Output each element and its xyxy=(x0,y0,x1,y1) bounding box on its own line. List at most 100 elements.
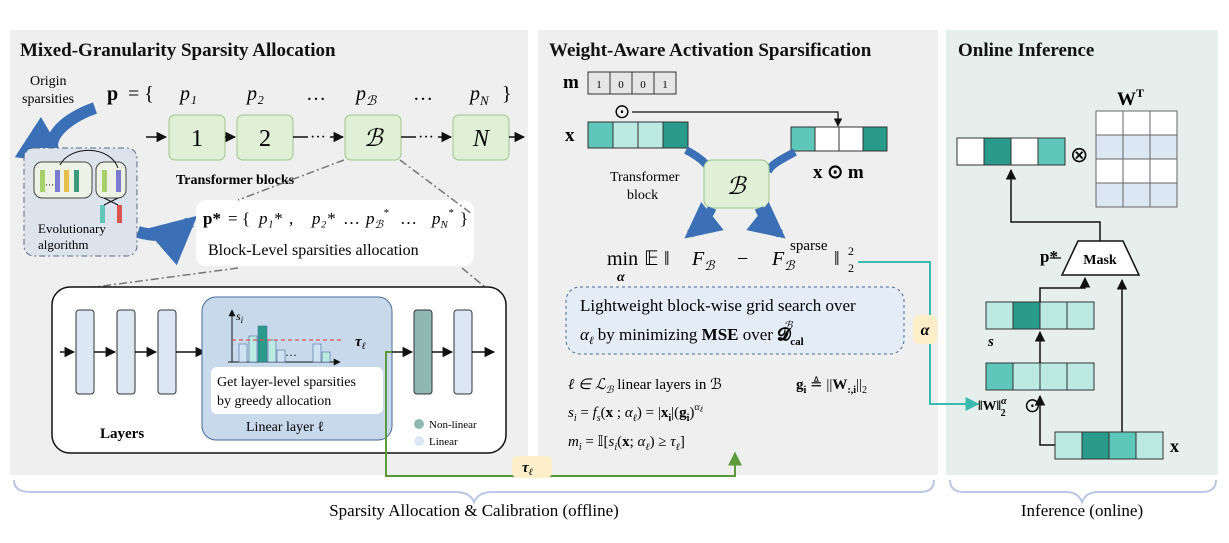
layer-3 xyxy=(157,309,177,395)
svg-text:}: } xyxy=(502,83,512,105)
svg-text:…: … xyxy=(306,83,326,105)
x-label-right: x xyxy=(1170,436,1179,456)
svg-text:1: 1 xyxy=(596,79,602,91)
svg-text:,: , xyxy=(289,209,293,228)
evolution-arrow xyxy=(136,215,198,266)
svg-text:Fℬ: Fℬ xyxy=(771,248,795,273)
legend-linear: Linear xyxy=(429,436,458,448)
s-to-mask-arrow xyxy=(1039,276,1091,302)
block-N-label: N xyxy=(472,126,491,152)
chain-dots-1: ··· xyxy=(310,129,326,146)
tau-connector xyxy=(385,351,742,477)
eq-line-3: mi = 𝕀[si(x; αℓ) ≥ τℓ] xyxy=(568,434,685,453)
grid-search-text-1: Lightweight block-wise grid search over xyxy=(580,296,856,315)
svg-text:Fℬ: Fℬ xyxy=(691,248,715,273)
offline-label: Sparsity Allocation & Calibration (offli… xyxy=(329,501,619,520)
objective-expression: min α 𝔼 ‖ Fℬ − Fℬ sparse ‖ 2 2 xyxy=(607,238,854,285)
x-to-w-arrow xyxy=(1034,394,1055,446)
mask-block xyxy=(1060,240,1141,276)
layer-last xyxy=(453,309,473,395)
x-vector-right xyxy=(1054,431,1164,460)
svg-text:pℬ: pℬ xyxy=(354,83,377,108)
mask-output-arrow xyxy=(1005,168,1101,241)
x-label: x xyxy=(565,125,575,146)
greedy-box xyxy=(211,367,383,414)
evolutionary-label-2: algorithm xyxy=(38,237,89,252)
svg-text:= {: = { xyxy=(128,83,154,105)
mask-label: Mask xyxy=(1083,253,1117,268)
chain-dots-2: ··· xyxy=(418,129,434,146)
zoom-line-b xyxy=(87,267,239,289)
svg-text:‖: ‖ xyxy=(664,248,670,270)
online-brace xyxy=(949,479,1217,505)
middle-block-B xyxy=(703,159,770,209)
svg-text:α: α xyxy=(617,270,625,285)
svg-text:pN: pN xyxy=(468,83,490,108)
svg-text:2: 2 xyxy=(848,244,854,258)
origin-label-1: Origin xyxy=(30,74,67,89)
s-label-right: s xyxy=(987,334,994,350)
svg-text:p₂*: p₂* xyxy=(311,209,335,228)
svg-text:···: ··· xyxy=(45,180,54,190)
left-panel-title: Mixed-Granularity Sparsity Allocation xyxy=(20,40,336,61)
population-b xyxy=(95,161,127,199)
tau-tag-box xyxy=(512,456,552,478)
histogram-bars xyxy=(238,325,331,363)
eq-line-1b: gi ≜ ||W:,i||2 xyxy=(796,376,867,396)
greedy-text-1: Get layer-level sparsities xyxy=(217,375,356,390)
panel-middle xyxy=(538,30,938,475)
layer-nonlinear xyxy=(413,309,433,395)
p-star-right: p* xyxy=(1040,247,1058,266)
block-2-label: 2 xyxy=(259,126,271,152)
evolutionary-label-1: Evolutionary xyxy=(38,221,106,236)
odot-right: ⊙ xyxy=(1024,395,1041,417)
sparse-activation-vector xyxy=(956,137,1066,166)
svg-text:min: min xyxy=(607,248,638,270)
svg-text:p*: p* xyxy=(203,209,221,228)
grid-search-text-2: αℓ by minimizing MSE over 𝓓calℬ xyxy=(580,320,804,348)
svg-text:…: … xyxy=(343,209,360,228)
eq-line-1a: ℓ ∈ ℒℬ linear layers in ℬ xyxy=(568,377,722,396)
zoom-line-c xyxy=(399,159,473,215)
p-star-vector: p* = { p₁* , p₂* … pℬ* … pN* } xyxy=(203,207,468,231)
transformer-block-label-1: Transformer xyxy=(610,170,680,185)
svg-text:…: … xyxy=(400,209,417,228)
transformer-block-label-2: block xyxy=(627,188,658,203)
eq-line-2: si = fs(x ; αℓ) = |xi|(gi)αℓ xyxy=(568,402,704,424)
linear-layer-label: Linear layer ℓ xyxy=(246,420,325,435)
xm-vector xyxy=(790,126,888,152)
p-vector: p = { p₁ p₂ … pℬ … pN } xyxy=(107,83,512,108)
s-vector xyxy=(985,301,1095,330)
offline-brace xyxy=(13,479,935,505)
svg-text:0: 0 xyxy=(640,79,646,91)
svg-text:0: 0 xyxy=(618,79,624,91)
zoom-line-a xyxy=(237,159,345,201)
layer-1 xyxy=(75,309,95,395)
alpha-tag: α xyxy=(921,322,931,339)
origin-label-2: sparsities xyxy=(22,92,74,107)
greedy-text-2: by greedy allocation xyxy=(217,394,331,409)
legend-linear-swatch xyxy=(414,436,424,446)
mask-bits: 1 0 0 1 xyxy=(587,71,677,95)
otimes-symbol: ⊗ xyxy=(1070,142,1088,167)
legend-nonlinear-swatch xyxy=(414,419,424,429)
grid-search-box xyxy=(565,286,905,355)
svg-text:sparse: sparse xyxy=(790,238,828,254)
tau-tag: τℓ xyxy=(522,460,533,478)
online-label: Inference (online) xyxy=(1021,501,1143,520)
layers-label: Layers xyxy=(100,426,144,442)
block-level-label: Block-Level sparsities allocation xyxy=(208,242,419,259)
svg-text:pN*: pN* xyxy=(431,207,454,231)
child-a xyxy=(100,205,105,223)
middle-panel-title: Weight-Aware Activation Sparsification xyxy=(549,40,872,61)
transformer-blocks-label: Transformer blocks xyxy=(176,173,295,188)
alpha-tag-box xyxy=(913,315,937,344)
svg-text:pℬ*: pℬ* xyxy=(365,207,389,231)
block-to-F-arrow xyxy=(684,201,724,239)
xm-label: x ⊙ m xyxy=(813,162,864,183)
block-B-label: ℬ xyxy=(364,126,385,152)
block-1-label: 1 xyxy=(191,126,203,152)
svg-text:p₁: p₁ xyxy=(178,83,197,105)
tau-label: τℓ xyxy=(355,334,366,352)
